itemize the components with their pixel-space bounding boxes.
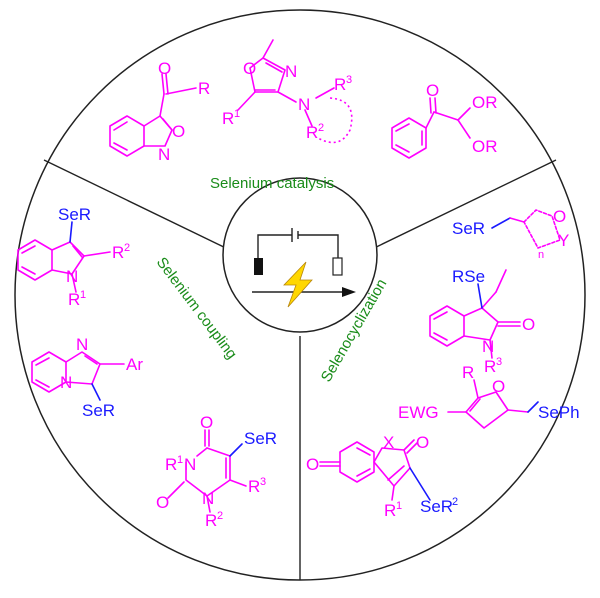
battery-icon: [257, 228, 339, 258]
subscript-n: n: [538, 249, 544, 261]
superscript: 2: [124, 242, 130, 254]
atom-o: O: [416, 433, 429, 452]
atom-r3: R: [248, 477, 260, 496]
atom-ar: Ar: [126, 355, 143, 374]
atom-ser: SeR: [420, 497, 453, 516]
superscript: 1: [234, 108, 240, 120]
atom-o: O: [200, 413, 213, 432]
electrode-icon: [332, 257, 343, 276]
atom-o: O: [156, 493, 169, 512]
structure-uracil: O SeR R 1 N R 3 O N R 2: [156, 413, 277, 530]
structure-aminooxazole: O N R 1 N R 3 R 2: [222, 39, 353, 144]
structure-indole: SeR R 2 N R 1: [17, 205, 130, 309]
atom-o: O: [426, 81, 439, 100]
atom-r: R: [198, 79, 210, 98]
atom-ewg: EWG: [398, 403, 439, 422]
structure-imidazopyridine: N N Ar SeR: [31, 335, 143, 420]
atom-o: O: [553, 207, 566, 226]
lightning-bolt-icon: [283, 261, 313, 308]
atom-o: O: [522, 315, 535, 334]
superscript: 2: [217, 510, 223, 522]
superscript: 1: [80, 289, 86, 301]
atom-or: OR: [472, 137, 498, 156]
electrode-icon: [254, 258, 263, 275]
atom-n: N: [298, 95, 310, 114]
label-selenium-catalysis: Selenium catalysis: [210, 175, 334, 192]
superscript: 2: [318, 122, 324, 134]
atom-o: O: [306, 455, 319, 474]
structure-oxindole: RSe O N R 3: [429, 267, 535, 376]
atom-ser: SeR: [58, 205, 91, 224]
superscript: 2: [452, 496, 458, 508]
atom-r2: R: [306, 123, 318, 142]
atom-r1: R: [68, 290, 80, 309]
atom-n: N: [158, 145, 170, 164]
atom-r: R: [462, 363, 474, 382]
atom-ser: SeR: [452, 219, 485, 238]
superscript: 1: [396, 500, 402, 512]
atom-n: N: [60, 373, 72, 392]
atom-x: X: [383, 433, 394, 452]
superscript: 3: [346, 74, 352, 86]
atom-r3: R: [484, 357, 496, 376]
atom-r1: R: [384, 501, 396, 520]
atom-r1: R: [165, 455, 177, 474]
structure-spirocycle: O X O R 1 SeR 2: [306, 433, 458, 520]
atom-ser: SeR: [82, 401, 115, 420]
center-electrochem-icon: [222, 177, 378, 333]
structure-selenoether-ring: SeR O Y n: [452, 207, 569, 261]
atom-rse: RSe: [452, 267, 485, 286]
atom-seph: SePh: [538, 403, 580, 422]
section-dividers: [43, 159, 557, 580]
atom-r3: R: [334, 75, 346, 94]
superscript: 3: [260, 476, 266, 488]
atom-n: N: [66, 267, 78, 286]
atom-n: N: [184, 455, 196, 474]
atom-r2: R: [112, 243, 124, 262]
atom-n: N: [285, 62, 297, 81]
structure-glyoxal-acetal: O OR OR: [391, 81, 498, 159]
atom-r2: R: [205, 511, 217, 530]
atom-r1: R: [222, 109, 234, 128]
atom-n: N: [202, 489, 214, 508]
atom-o: O: [243, 59, 256, 78]
structure-dihydrofuran: R O EWG SePh: [398, 363, 580, 429]
superscript: 1: [177, 454, 183, 466]
atom-n: N: [76, 335, 88, 354]
structure-benzisoxazole: O R O N: [109, 59, 210, 164]
atom-o: O: [492, 377, 505, 396]
atom-o: O: [158, 59, 171, 78]
superscript: 3: [496, 356, 502, 368]
atom-ser: SeR: [244, 429, 277, 448]
atom-o: O: [172, 122, 185, 141]
atom-or: OR: [472, 93, 498, 112]
atom-n: N: [482, 337, 494, 356]
atom-y: Y: [558, 231, 569, 250]
